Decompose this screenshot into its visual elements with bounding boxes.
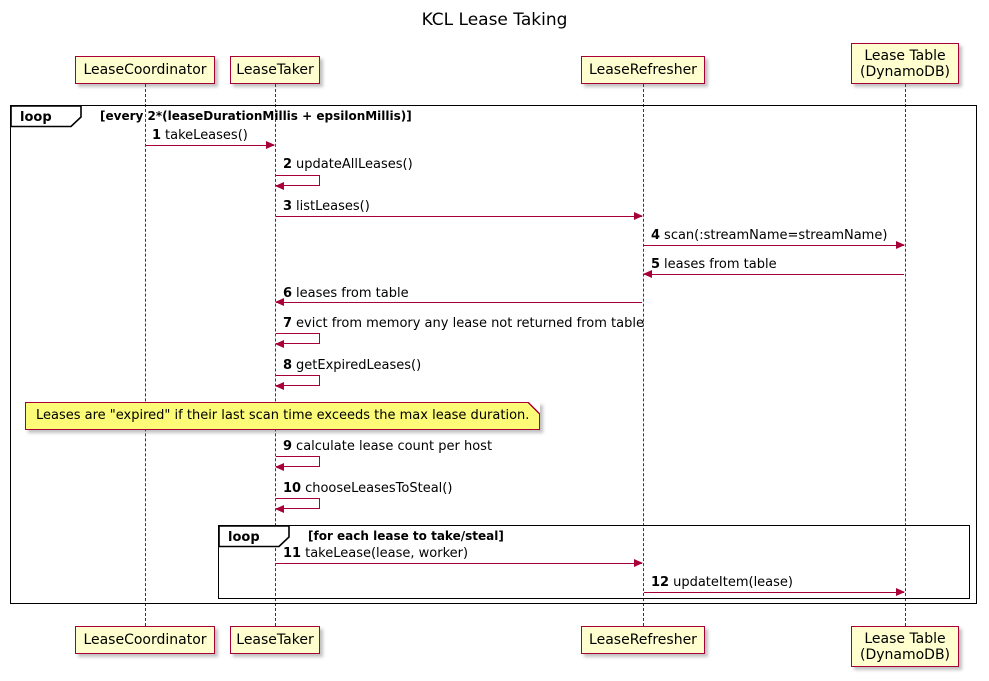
message-11-number: 11 xyxy=(283,546,302,561)
message-9-number: 9 xyxy=(283,439,293,454)
lifeline-leasetaker xyxy=(275,84,276,626)
message-3-number: 3 xyxy=(283,199,293,214)
message-2-arrow xyxy=(275,175,320,190)
message-12-number: 12 xyxy=(651,575,670,590)
lifeline-leasetable xyxy=(905,84,906,626)
message-8-number: 8 xyxy=(283,358,293,373)
participant-leasetaker-bottom: LeaseTaker xyxy=(230,626,320,654)
message-7-number: 7 xyxy=(283,316,293,331)
message-6-text: leases from table xyxy=(296,286,409,301)
message-7-arrow xyxy=(275,333,320,348)
message-5-arrow xyxy=(643,270,904,278)
participant-leasecoordinator-bottom: LeaseCoordinator xyxy=(75,626,215,654)
message-4-arrow xyxy=(644,241,905,249)
message-1-arrow xyxy=(146,141,275,149)
message-2-number: 2 xyxy=(283,157,293,172)
participant-leasecoordinator-top: LeaseCoordinator xyxy=(75,56,215,84)
participant-leasetable-bottom: Lease Table (DynamoDB) xyxy=(851,626,959,667)
lifeline-leasecoordinator xyxy=(145,84,146,626)
message-9-text: calculate lease count per host xyxy=(296,439,493,454)
message-4-number: 4 xyxy=(651,228,661,243)
message-6-number: 6 xyxy=(283,286,293,301)
outer-loop-frame xyxy=(10,105,977,604)
diagram-title: KCL Lease Taking xyxy=(421,10,568,30)
message-7-text: evict from memory any lease not returned… xyxy=(296,316,644,331)
message-8-arrow xyxy=(275,375,320,390)
inner-loop-frame xyxy=(218,525,970,599)
message-11-arrow xyxy=(276,559,643,567)
message-10-arrow xyxy=(275,498,320,513)
message-9-arrow xyxy=(275,456,320,471)
message-6-arrow xyxy=(275,298,642,306)
message-12-text: updateItem(lease) xyxy=(673,575,793,590)
participant-leaserefresher-bottom: LeaseRefresher xyxy=(581,626,705,654)
message-1-number: 1 xyxy=(152,128,162,143)
inner-loop-condition: [for each lease to take/steal] xyxy=(308,529,504,543)
inner-loop-keyword: loop xyxy=(228,530,260,545)
message-11-text: takeLease(lease, worker) xyxy=(305,546,469,561)
message-8-text: getExpiredLeases() xyxy=(296,358,422,373)
message-2-text: updateAllLeases() xyxy=(296,157,413,172)
outer-loop-tab: loop xyxy=(10,105,82,128)
participant-leaserefresher-top: LeaseRefresher xyxy=(581,56,705,84)
message-5-number: 5 xyxy=(651,257,661,272)
outer-loop-keyword: loop xyxy=(20,110,52,125)
message-10-text: chooseLeasesToSteal() xyxy=(305,481,453,496)
participant-leasetable-top: Lease Table (DynamoDB) xyxy=(851,43,959,84)
outer-loop-condition: [every 2*(leaseDurationMillis + epsilonM… xyxy=(100,109,412,123)
inner-loop-tab: loop xyxy=(218,525,290,548)
message-12-arrow xyxy=(644,588,905,596)
participant-leasetaker-top: LeaseTaker xyxy=(230,56,320,84)
message-4-text: scan(:streamName=streamName) xyxy=(664,228,888,243)
lifeline-leaserefresher xyxy=(643,84,644,626)
note: Leases are "expired" if their last scan … xyxy=(25,402,541,430)
message-3-text: listLeases() xyxy=(296,199,370,214)
message-5-text: leases from table xyxy=(664,257,777,272)
message-3-arrow xyxy=(276,212,643,220)
message-10-number: 10 xyxy=(283,481,302,496)
message-1-text: takeLeases() xyxy=(165,128,248,143)
